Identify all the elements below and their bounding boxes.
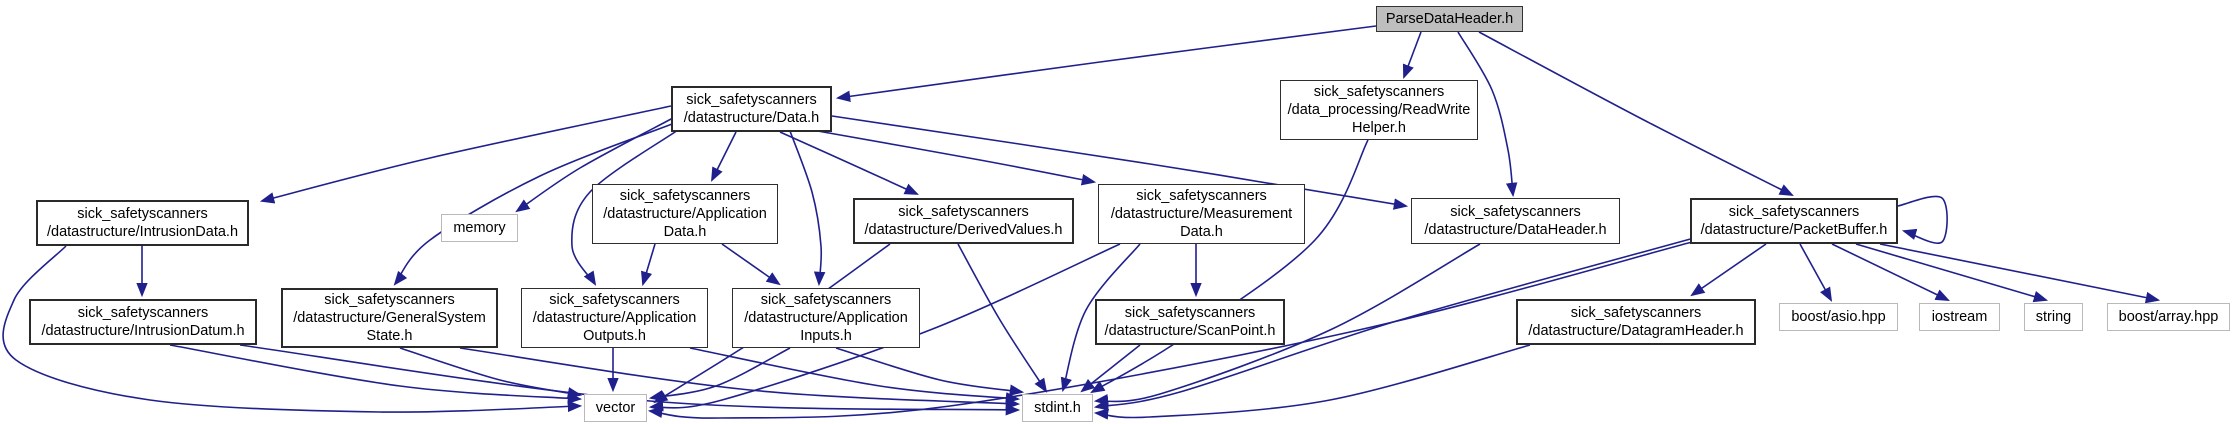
edge-appdata-appout — [641, 243, 656, 287]
edge-packetbuffer-datagram — [1690, 243, 1767, 297]
node-gss[interactable]: sick_safetyscanners/datastructure/Genera… — [281, 288, 498, 348]
node-label-line: Helper.h — [1351, 120, 1406, 136]
node-string: string — [2024, 303, 2083, 331]
node-label-line: /datastructure/IntrusionData.h — [46, 224, 239, 240]
node-label-line: sick_safetyscanners — [1124, 305, 1256, 321]
node-label-line: /datastructure/Application — [744, 310, 908, 326]
edge-appout-stdint — [689, 347, 1021, 404]
node-dataheader[interactable]: sick_safetyscanners/datastructure/DataHe… — [1411, 198, 1620, 244]
node-derived[interactable]: sick_safetyscanners/datastructure/Derive… — [853, 198, 1074, 244]
edge-derived-stdint — [957, 243, 1048, 393]
edge-packetbuffer-vector — [647, 241, 1693, 419]
node-label-line: /datastructure/Measurement — [1110, 206, 1293, 222]
node-label-line: Data.h — [1180, 224, 1223, 240]
node-label-line: /datastructure/ScanPoint.h — [1104, 323, 1276, 339]
node-vector: vector — [584, 394, 647, 422]
edge-measurement-stdint — [1060, 243, 1141, 393]
node-array: boost/array.hpp — [2107, 303, 2230, 331]
node-label-line: /datastructure/Application — [603, 206, 767, 222]
node-label-line: /data_processing/ReadWrite — [1287, 102, 1471, 118]
node-asio: boost/asio.hpp — [1779, 303, 1898, 331]
node-label-line: sick_safetyscanners — [1450, 204, 1581, 220]
node-label-line: boost/asio.hpp — [1791, 309, 1886, 325]
edge-parse-packetbuffer — [1478, 31, 1794, 196]
node-label-line: sick_safetyscanners — [324, 292, 455, 308]
edge-data-measurement — [811, 129, 1097, 186]
edge-parse-dataheader — [1457, 31, 1518, 198]
node-label-line: sick_safetyscanners — [898, 204, 1029, 220]
node-appdata[interactable]: sick_safetyscanners/datastructure/Applic… — [592, 184, 778, 244]
node-label-line: string — [2035, 309, 2072, 325]
node-datagram[interactable]: sick_safetyscanners/datastructure/Datagr… — [1516, 299, 1756, 345]
node-label-line: /datastructure/Application — [532, 310, 697, 326]
edge-rwh-stdint — [1090, 139, 1369, 394]
node-label-line: sick_safetyscanners — [686, 92, 817, 108]
node-label-line: sick_safetyscanners — [619, 188, 751, 204]
node-label-line: /datastructure/DerivedValues.h — [864, 222, 1063, 238]
node-appout[interactable]: sick_safetyscanners/datastructure/Applic… — [521, 288, 708, 348]
node-label-line: Outputs.h — [583, 328, 646, 344]
node-label-line: sick_safetyscanners — [1136, 188, 1267, 204]
node-label-line: sick_safetyscanners — [1728, 204, 1860, 220]
node-label-line: sick_safetyscanners — [77, 206, 208, 222]
node-label-line: sick_safetyscanners — [77, 305, 209, 321]
node-scanpoint[interactable]: sick_safetyscanners/datastructure/ScanPo… — [1095, 299, 1285, 345]
edge-data-derived — [779, 131, 919, 195]
node-rwh[interactable]: sick_safetyscanners/data_processing/Read… — [1280, 80, 1478, 140]
node-label-line: Data.h — [663, 224, 707, 240]
edge-packetbuffer-iostream — [1831, 243, 1950, 301]
node-label-line: boost/array.hpp — [2118, 309, 2219, 325]
edge-packetbuffer-stdint — [1093, 237, 1695, 411]
edge-parse-data — [835, 25, 1377, 103]
edge-gss-vector — [399, 347, 583, 399]
edge-parse-rwh — [1402, 31, 1422, 80]
edge-data-appdata — [711, 131, 737, 182]
node-label-line: stdint.h — [1034, 400, 1081, 416]
edge-data-memory — [515, 117, 674, 213]
node-label-line: State.h — [366, 328, 413, 344]
node-label-line: sick_safetyscanners — [760, 292, 892, 308]
node-intrusiondatum[interactable]: sick_safetyscanners/datastructure/Intrus… — [29, 299, 257, 345]
node-label-line: sick_safetyscanners — [1313, 84, 1445, 100]
edge-packetbuffer-packetbuffer — [1897, 195, 1948, 244]
node-label-line: /datastructure/DatagramHeader.h — [1528, 323, 1744, 339]
node-label-line: Inputs.h — [800, 328, 852, 344]
edge-intrusiondata-vector — [2, 245, 583, 413]
edge-intrusiondatum-vector — [169, 344, 583, 404]
edge-measurement-vector — [648, 243, 1121, 412]
node-label-line: iostream — [1931, 309, 1988, 325]
edge-data-appin — [789, 130, 826, 287]
node-appin[interactable]: sick_safetyscanners/datastructure/Applic… — [732, 288, 920, 348]
node-label-line: memory — [453, 220, 506, 236]
node-label-line: ParseDataHeader.h — [1385, 11, 1514, 27]
node-label-line: /datastructure/IntrusionDatum.h — [41, 323, 245, 339]
edge-dataheader-stdint — [1093, 243, 1481, 406]
node-parse: ParseDataHeader.h — [1376, 6, 1523, 32]
edge-packetbuffer-asio — [1799, 243, 1833, 302]
edge-data-gss — [393, 123, 673, 286]
edge-gss-stdint — [459, 347, 1021, 410]
node-label-line: /datastructure/GeneralSystem — [293, 310, 486, 326]
node-stdint: stdint.h — [1022, 394, 1093, 422]
node-measurement[interactable]: sick_safetyscanners/datastructure/Measur… — [1098, 184, 1305, 244]
node-label-line: sick_safetyscanners — [549, 292, 680, 308]
node-iostream: iostream — [1919, 303, 2000, 331]
node-label-line: /datastructure/PacketBuffer.h — [1700, 222, 1888, 238]
edge-appin-vector — [648, 347, 791, 402]
edge-packetbuffer-array — [1879, 243, 2161, 304]
node-packetbuffer[interactable]: sick_safetyscanners/datastructure/Packet… — [1690, 198, 1898, 244]
edge-data-appout — [571, 129, 679, 286]
node-intrusiondata[interactable]: sick_safetyscanners/datastructure/Intrus… — [36, 200, 249, 246]
node-memory: memory — [441, 214, 518, 242]
node-label-line: sick_safetyscanners — [1570, 305, 1702, 321]
node-label-line: /datastructure/DataHeader.h — [1424, 222, 1607, 238]
node-label-line: /datastructure/Data.h — [683, 110, 820, 126]
edge-datagram-stdint — [1093, 344, 1531, 420]
edge-data-intrusiondata — [259, 105, 672, 204]
edge-appdata-appin — [721, 243, 781, 286]
edge-packetbuffer-string — [1855, 243, 2049, 303]
node-label-line: vector — [595, 400, 636, 416]
node-data[interactable]: sick_safetyscanners/datastructure/Data.h — [671, 86, 832, 132]
